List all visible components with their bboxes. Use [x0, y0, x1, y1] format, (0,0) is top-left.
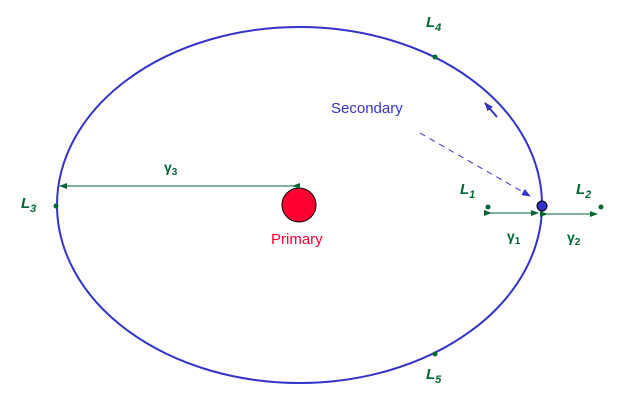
- gamma2-label: γ2: [567, 229, 581, 248]
- l4-point: [432, 54, 438, 60]
- l4-label: L4: [426, 14, 442, 34]
- motion-direction-arrow: [484, 102, 498, 118]
- secondary-body: [536, 200, 548, 212]
- l3-label: L3: [21, 195, 37, 215]
- gamma3-label: γ3: [164, 159, 178, 178]
- gamma1-label: γ1: [507, 228, 521, 247]
- secondary-label: Secondary: [331, 100, 403, 117]
- l2-point: [598, 204, 604, 210]
- l3-point: [53, 203, 59, 209]
- l1-label: L1: [460, 181, 476, 201]
- l5-point: [432, 351, 438, 357]
- primary-body: [281, 187, 317, 223]
- l2-label: L2: [576, 181, 592, 201]
- l5-label: L5: [426, 366, 442, 386]
- primary-label: Primary: [271, 231, 323, 248]
- l1-point: [485, 204, 491, 210]
